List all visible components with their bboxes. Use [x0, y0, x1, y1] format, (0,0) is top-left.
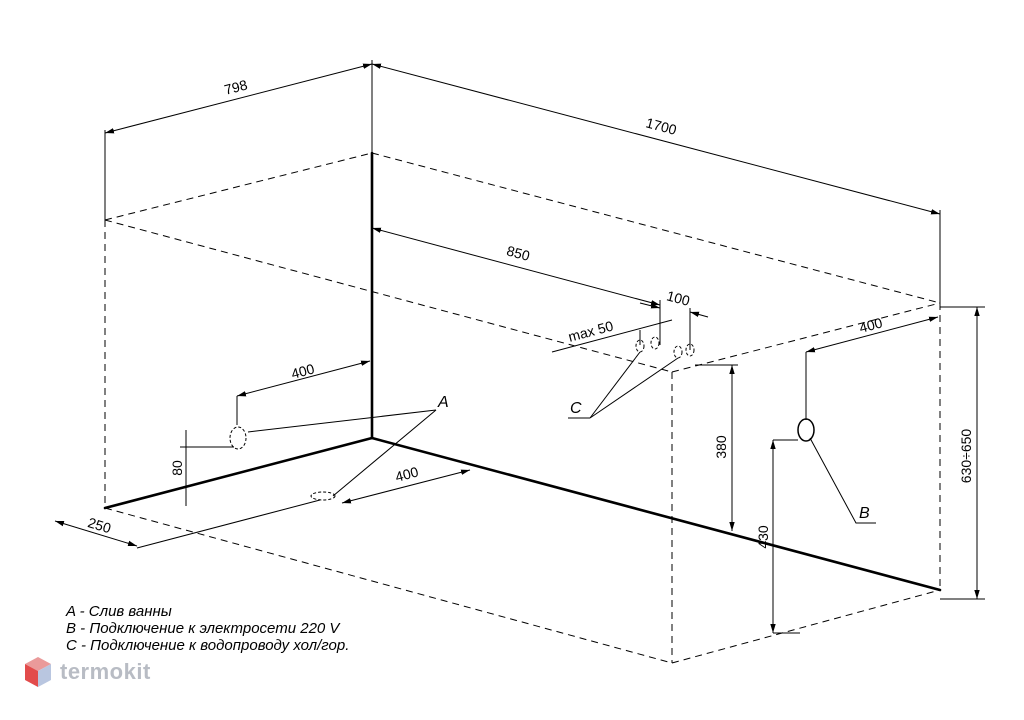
bathtub-outline: [104, 152, 941, 664]
room-edges: [103, 151, 942, 592]
dim-tub-height-label: 630÷650: [958, 429, 974, 484]
drain-floor-symbol: [310, 491, 336, 501]
dimension-lines: [54, 60, 985, 634]
legend-item-c: C - Подключение к водопроводу хол/гор.: [66, 637, 350, 654]
leader-lines: [247, 351, 876, 524]
dim-electric-offset-label: 400: [857, 314, 884, 335]
dim-electric-height-label: 430: [755, 525, 771, 549]
dim-drain-height-label: 80: [169, 460, 185, 476]
dim-pipe-distance-label: 850: [505, 242, 532, 263]
marker-letters: A B C: [437, 394, 870, 522]
dim-pipe-spacing-label: 100: [665, 287, 692, 308]
marker-c-label: C: [570, 400, 582, 417]
brand-watermark: termokit: [24, 656, 151, 688]
dim-panel-edge-label: 250: [86, 514, 113, 536]
cube-logo-icon: [25, 657, 51, 687]
dim-length-label: 1700: [644, 114, 678, 137]
dim-pipe-offset-label: max 50: [566, 318, 615, 345]
brand-name: termokit: [60, 659, 151, 684]
marker-a-label: A: [437, 394, 449, 411]
electric-symbol: [797, 418, 815, 442]
legend-item-b: B - Подключение к электросети 220 V: [66, 620, 340, 637]
marker-b-label: B: [859, 505, 870, 522]
dim-pipe-height-label: 380: [713, 435, 729, 459]
drain-wall-symbol: [229, 426, 247, 450]
water-pipe-symbols: [635, 336, 695, 359]
dim-drain-offset-label: 400: [289, 360, 316, 381]
legend: A - Слив ванны B - Подключение к электро…: [66, 603, 349, 654]
legend-item-a: A - Слив ванны: [66, 603, 172, 620]
dim-panel-drain-offset-label: 400: [393, 463, 420, 484]
dim-width-label: 798: [222, 76, 249, 97]
